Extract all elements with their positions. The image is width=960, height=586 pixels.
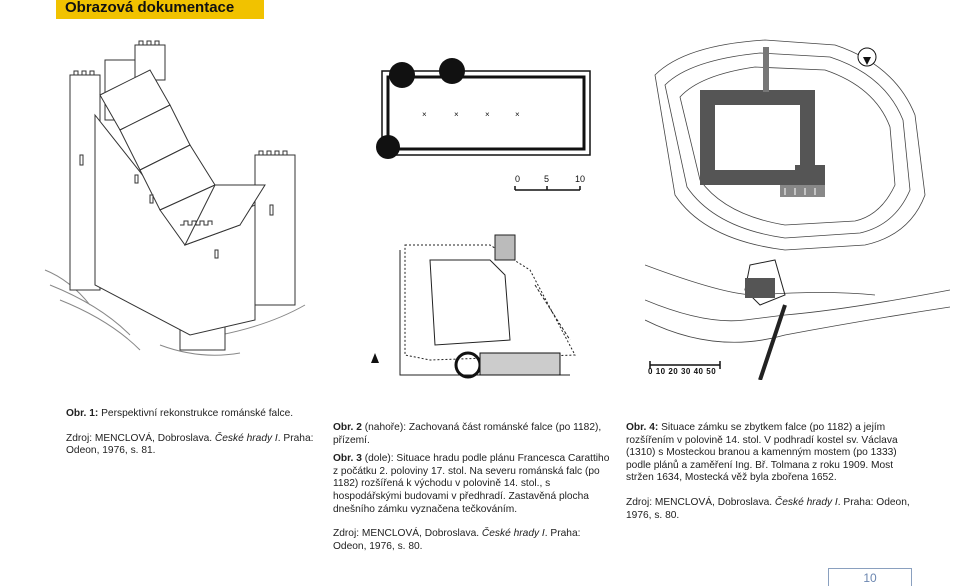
svg-text:×: × — [515, 110, 520, 119]
svg-text:×: × — [454, 110, 459, 119]
page-number-box: 10 — [828, 568, 912, 586]
figure-3-site-plan — [371, 234, 576, 379]
scale-label: 5 — [544, 174, 549, 184]
title-highlight — [56, 0, 264, 19]
source-figure-4: Zdroj: MENCLOVÁ, Dobroslava. České hrady… — [626, 496, 910, 521]
source-figures-2-3: Zdroj: MENCLOVÁ, Dobroslava. České hrady… — [333, 528, 581, 552]
caption-figure-4: Obr. 4: Situace zámku se zbytkem falce (… — [626, 422, 916, 522]
svg-text:×: × — [422, 110, 427, 119]
page-number: 10 — [863, 571, 877, 585]
scale-label: 10 — [575, 174, 585, 184]
figure-2-ground-floor-plan: × × × × 0 5 10 — [376, 58, 591, 191]
figure-1-perspective-drawing — [44, 40, 306, 356]
page-title: Obrazová dokumentace — [65, 0, 235, 16]
scale-label: 0 — [515, 174, 520, 184]
figure-4-situation-plan — [645, 39, 950, 380]
caption-figures-2-3: Obr. 2 (nahoře): Zachovaná část románské… — [333, 422, 613, 553]
figure-4-scale-labels: 0 10 20 30 40 50 — [648, 367, 717, 376]
source-figure-1: Zdroj: MENCLOVÁ, Dobroslava. České hrady… — [66, 432, 314, 457]
caption-figure-1: Obr. 1: Perspektivní rekonstrukce románs… — [66, 408, 316, 458]
svg-text:×: × — [485, 110, 490, 119]
